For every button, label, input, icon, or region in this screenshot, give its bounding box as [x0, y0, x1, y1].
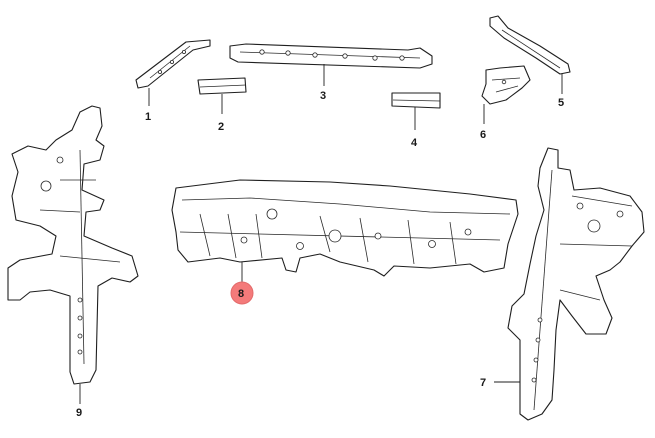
callout-2-label: 2	[218, 121, 224, 133]
part-2-plate[interactable]	[197, 77, 247, 114]
part-1-bracket[interactable]	[135, 39, 211, 106]
callout-1-label: 1	[145, 111, 151, 123]
callout-9-label: 9	[76, 407, 82, 419]
callout-5-label: 5	[558, 97, 564, 109]
part-4-plate[interactable]	[391, 92, 441, 130]
part-3-cross-member[interactable]	[229, 43, 433, 86]
callout-8-highlight[interactable]: 8	[230, 281, 254, 305]
part-6-bracket[interactable]	[481, 65, 531, 124]
callout-8-label: 8	[238, 288, 244, 300]
callout-6-label: 6	[480, 129, 486, 141]
callout-4-label: 4	[411, 137, 418, 149]
callout-8-badge	[230, 281, 254, 305]
part-5-upper-rail[interactable]	[489, 15, 571, 94]
part-9-left-pillar[interactable]	[7, 105, 139, 404]
callout-7-label: 7	[480, 377, 486, 389]
part-7-right-pillar[interactable]	[494, 147, 645, 421]
callout-3-label: 3	[320, 90, 326, 102]
part-8-floor-pan[interactable]	[171, 179, 519, 282]
